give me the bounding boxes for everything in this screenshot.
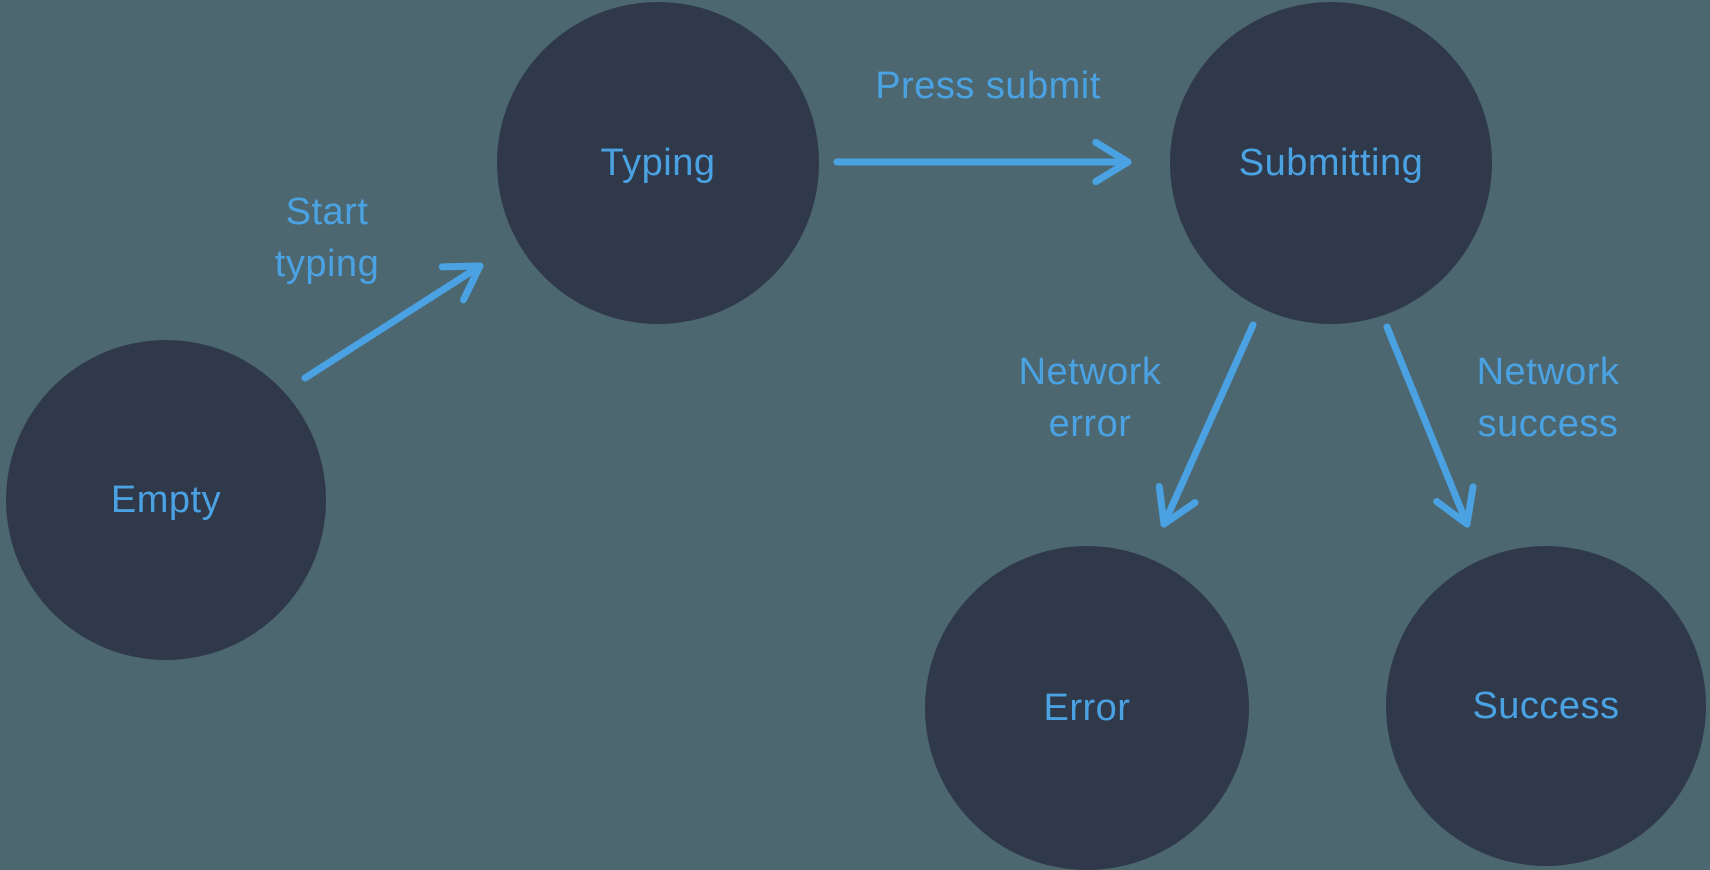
state-node-typing: Typing: [497, 2, 819, 324]
transition-label-network-error: Network error: [1018, 351, 1162, 445]
transition-label-start-typing: Start typing: [274, 191, 380, 285]
state-label-success: Success: [1472, 684, 1620, 727]
state-label-typing: Typing: [600, 141, 716, 184]
state-node-empty: Empty: [6, 340, 326, 660]
state-node-error: Error: [925, 546, 1249, 870]
state-label-error: Error: [1043, 686, 1131, 729]
transition-label-press-submit: Press submit: [875, 65, 1101, 107]
state-node-success: Success: [1386, 546, 1706, 866]
state-node-submitting: Submitting: [1170, 2, 1492, 324]
transition-label-network-success: Network success: [1476, 351, 1620, 445]
state-label-submitting: Submitting: [1238, 141, 1424, 184]
state-label-empty: Empty: [110, 478, 222, 521]
